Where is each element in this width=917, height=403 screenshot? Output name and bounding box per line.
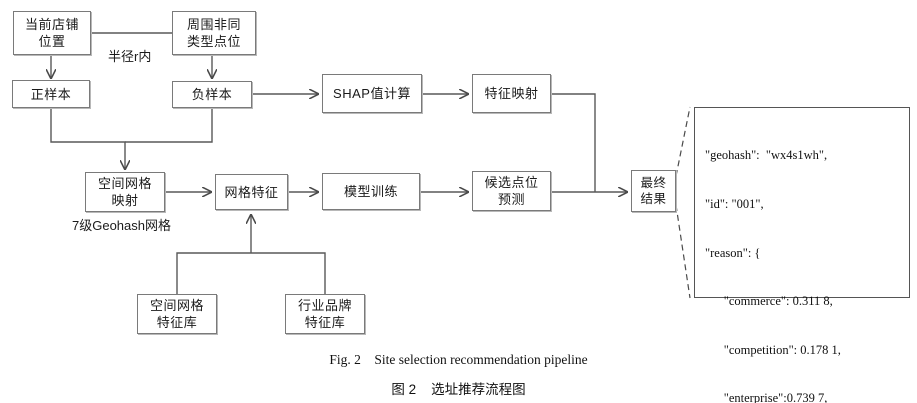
node-grid-feature-label: 网格特征 bbox=[224, 184, 279, 200]
node-spatial-grid-library-label: 空间网格 特征库 bbox=[149, 298, 204, 330]
wire-lib-merge-bar bbox=[176, 252, 326, 294]
json-line: "id": "001", bbox=[705, 197, 764, 212]
node-spatial-grid-library[interactable]: 空间网格 特征库 bbox=[137, 294, 217, 334]
node-shap-calculation-label: SHAP值计算 bbox=[333, 86, 411, 101]
node-industry-brand-library-label: 行业品牌 特征库 bbox=[297, 298, 352, 330]
node-current-shop[interactable]: 当前店铺 位置 bbox=[13, 11, 91, 55]
node-grid-feature[interactable]: 网格特征 bbox=[215, 174, 288, 210]
node-final-result-label: 最终 结果 bbox=[640, 176, 667, 206]
node-nearby-other-type-label: 周围非同 类型点位 bbox=[186, 17, 241, 49]
node-negative-sample[interactable]: 负样本 bbox=[172, 81, 252, 108]
node-spatial-grid-mapping[interactable]: 空间网格 映射 bbox=[85, 172, 165, 212]
node-shap-calculation[interactable]: SHAP值计算 bbox=[322, 74, 422, 113]
wire-positive-to-gridmap bbox=[50, 108, 125, 169]
figure-caption-zh: 图 2 选址推荐流程图 bbox=[391, 382, 526, 397]
node-spatial-grid-mapping-label: 空间网格 映射 bbox=[97, 176, 152, 208]
node-feature-mapping[interactable]: 特征映射 bbox=[472, 74, 551, 113]
node-model-training[interactable]: 模型训练 bbox=[322, 173, 420, 210]
node-positive-sample-label: 正样本 bbox=[30, 86, 72, 102]
json-output-callout: "geohash": "wx4s1wh", "id": "001", "reas… bbox=[694, 107, 910, 403]
node-current-shop-label: 当前店铺 位置 bbox=[24, 17, 79, 49]
node-candidate-prediction[interactable]: 候选点位 预测 bbox=[472, 171, 551, 211]
edge-label-geohash-level: 7级Geohash网格 bbox=[72, 218, 171, 233]
node-final-result[interactable]: 最终 结果 bbox=[631, 170, 676, 212]
node-nearby-other-type[interactable]: 周围非同 类型点位 bbox=[172, 11, 256, 55]
wire-featuremap-to-final bbox=[551, 93, 596, 192]
node-negative-sample-label: 负样本 bbox=[191, 87, 233, 102]
json-line: "enterprise":0.739 7, bbox=[705, 391, 828, 403]
wire-negative-to-merge bbox=[125, 108, 213, 143]
json-line: "commerce": 0.311 8, bbox=[705, 294, 833, 309]
figure-caption-en: Fig. 2 Site selection recommendation pip… bbox=[329, 352, 588, 367]
edge-label-radius: 半径r内 bbox=[108, 49, 152, 64]
json-line: "geohash": "wx4s1wh", bbox=[705, 148, 828, 163]
callout-line-top bbox=[675, 106, 691, 177]
callout-line-bottom bbox=[675, 204, 691, 299]
node-industry-brand-library[interactable]: 行业品牌 特征库 bbox=[285, 294, 365, 334]
node-positive-sample[interactable]: 正样本 bbox=[12, 80, 90, 108]
node-feature-mapping-label: 特征映射 bbox=[484, 86, 539, 101]
json-line: "reason": { bbox=[705, 245, 761, 260]
json-line: "competition": 0.178 1, bbox=[705, 342, 841, 357]
node-model-training-label: 模型训练 bbox=[343, 184, 398, 199]
node-candidate-prediction-label: 候选点位 预测 bbox=[484, 175, 539, 207]
